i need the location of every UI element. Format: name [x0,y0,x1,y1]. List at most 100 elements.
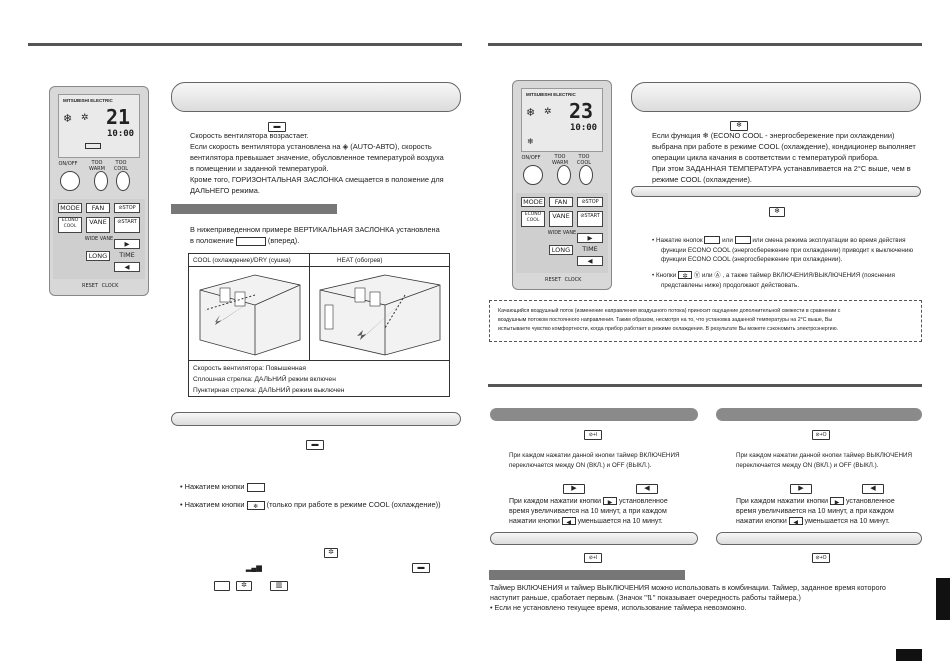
horiz-flap-2: ДАЛЬНЕГО режима. [190,186,260,195]
timer-on-incr-2: время увеличивается на 10 минут, а при к… [509,508,667,515]
timer-on-incr-3a: нажатии кнопки [509,518,560,525]
time-down-button[interactable]: ◀ [114,262,140,272]
too-cool-button-right[interactable] [579,165,593,185]
page-edge-tab [936,578,950,620]
note-line-2: воздушным потоком постоянного направлени… [498,317,833,323]
fan-key-icon: ▬ [268,122,286,132]
too-cool-label: TOO COOL [113,160,129,172]
on-off-label-right: ON/OFF [521,155,541,161]
example-text-1: В нижеприведенном примере ВЕРТИКАЛЬНАЯ З… [190,225,440,234]
stop-button[interactable]: ⊘STOP [114,203,140,213]
econo-para-5: режиме COOL (охлаждение). [652,175,752,184]
long-button[interactable]: LONG [86,251,110,261]
combo-header-bar [489,570,685,580]
auto-text-2: вентилятора превышает значение, обусловл… [190,153,444,162]
brand-logo: MITSUBISHI ELECTRIC [63,98,113,103]
too-warm-button[interactable] [94,171,108,191]
legend-solid-arrow: Сплошная стрелка: ДАЛЬНИЙ режим включен [193,376,336,383]
too-warm-button-right[interactable] [557,165,571,185]
fan-speed-text: Скорость вентилятора возрастает. [190,131,309,140]
fan-level-icon: ▂▄▆ [246,565,262,572]
up-key-inline-on: ▶ [603,497,617,506]
start-key-icon: ⊘+I [584,430,602,440]
down-key-inline-off: ◀ [788,517,803,526]
timer-off-text-2: переключается между ON (ВКЛ.) и OFF (ВЫК… [736,462,879,469]
timer-off-incr-1: При каждом нажатии кнопки ▶ установленно… [736,497,921,508]
temperature-display-right: 23 [569,99,594,123]
left-bullet-2-tail: (только при работе в режиме COOL (охлажд… [266,500,441,509]
right-bullet-1d: функции ECONO COOL (энергосбережение при… [661,247,914,254]
mode-button-right[interactable]: MODE [521,197,545,207]
left-bullet-1-text: Нажатием кнопки [184,482,245,491]
up-key-icon-off: ▶ [790,484,812,494]
timer-off-incr-3: нажатии кнопки ◀ уменьшается на 10 минут… [736,517,890,528]
fan-icon: ✲ [81,112,89,122]
time-up-button-right[interactable]: ▶ [577,233,603,243]
table-divider-v [309,254,310,360]
on-off-button-right[interactable] [523,165,543,185]
page-number-tab [896,649,922,661]
vane-key-icon-r [704,236,721,245]
too-cool-button[interactable] [116,171,130,191]
cool-room-illustration [199,274,301,356]
clock-display-right: 10:00 [570,123,598,133]
time-up-button[interactable]: ▶ [114,239,140,249]
wide-vane-label-right: WIDE VANE [547,230,577,236]
start-button-right[interactable]: ⊘START [577,211,603,227]
econo-para-2: выбрана при работе в режиме COOL (охлажд… [652,142,916,151]
left-subheader-bar [171,204,337,214]
start-button[interactable]: ⊘START [114,217,140,233]
right-bullet-1a-t1: Нажатие кнопок [655,237,703,244]
up-key-inline-off: ▶ [830,497,844,506]
econo-cool-button-right[interactable]: ECONO COOL [521,211,545,227]
fan-button[interactable]: FAN [86,203,110,213]
reset-label: RESET [81,283,99,289]
down-key-inline-on: ◀ [561,517,576,526]
stop-key-icon-2: ⊘+O [812,553,830,563]
econo-para-4: При этом ЗАДАННАЯ ТЕМПЕРАТУРА устанавлив… [652,164,911,173]
on-off-button[interactable] [60,171,80,191]
table-header-heat: HEAT (обогрев) [337,257,383,264]
fan-button-right[interactable]: FAN [549,197,573,207]
vane-key-icon [246,482,265,492]
stop-button-right[interactable]: ⊘STOP [577,197,603,207]
fan-key-icon-r: ✲ [678,271,693,280]
legend-fan-speed: Скорость вентилятора: Повышенная [193,365,306,372]
timer-off-subpill [716,532,922,545]
remote-control-right: MITSUBISHI ELECTRIC ❄ 23 10:00 ✲ ❄ ON/OF… [512,80,612,290]
time-label-right: TIME [582,245,598,253]
mode-button[interactable]: MODE [58,203,82,213]
left-bullet-2-text: Нажатием кнопки [184,500,245,509]
time-down-button-right[interactable]: ◀ [577,256,603,266]
left-section-header-2 [171,412,461,426]
auto-text-1: Если скорость вентилятора установлена на… [190,142,462,153]
timer-off-header [716,408,922,421]
timer-on-text-1: При каждом нажатии данной кнопки таймер … [509,452,680,459]
note-line-1: Качающийся воздушный поток (изменение на… [498,308,841,314]
left-section-header [171,82,461,112]
too-warm-icon-r: Ⓐ [714,272,721,279]
timer-off-incr-1a: При каждом нажатии кнопки [736,498,829,505]
vane-button-right[interactable]: VANE [549,211,573,227]
auto-text-1b: (AUTO-АВТО), скорость [350,142,432,151]
vane-button[interactable]: VANE [86,217,110,233]
right-bullet-2-t2: или [701,272,713,279]
econo-para-1b: (ECONO COOL - энергосбережение при охлаж… [710,131,895,140]
table-header-cool: COOL (охлаждение)/DRY (сушка) [193,257,291,264]
fan-icon-right: ✲ [544,106,552,116]
timer-on-incr-1: При каждом нажатии кнопки ▶ установленно… [509,497,694,508]
right-bullet-1e: функции ECONO COOL (энергосбережение при… [661,256,843,263]
note-box: Качающийся воздушный поток (изменение на… [489,300,922,342]
right-bullet-1a-t2: или [722,237,733,244]
timer-order-icon: ⇅ [646,593,653,602]
example-text-2a: в положение [190,236,234,245]
long-button-right[interactable]: LONG [549,245,573,255]
timer-on-header [490,408,698,421]
econo-cool-button[interactable]: ECONO COOL [58,217,82,233]
horiz-flap-1: Кроме того, ГОРИЗОНТАЛЬНАЯ ЗАСЛОНКА смещ… [190,175,444,184]
brand-logo-right: MITSUBISHI ELECTRIC [526,92,576,97]
too-cool-icon-r: Ⓥ [693,272,701,279]
timer-off-incr-2: время увеличивается на 10 минут, а при к… [736,508,894,515]
too-warm-label: TOO WARM [89,160,105,172]
down-key-icon-off: ◀ [862,484,884,494]
